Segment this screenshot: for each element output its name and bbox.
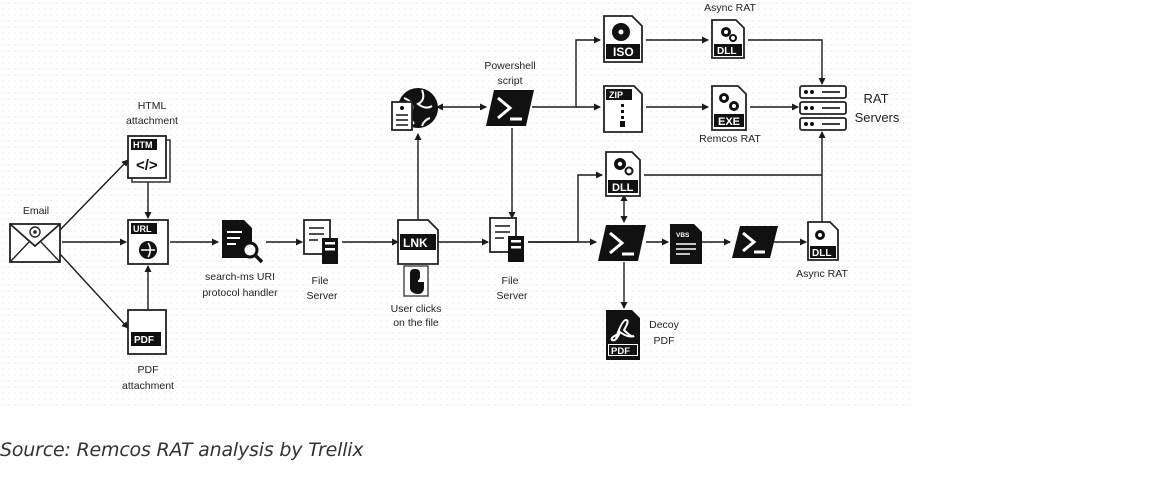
- url-file-icon: URL: [127, 219, 169, 265]
- svg-text:</>: </>: [136, 157, 158, 174]
- exe-file-icon: EXE: [711, 85, 747, 131]
- label-html-2: attachment: [126, 115, 178, 127]
- html-file-icon: HTM </>: [127, 135, 171, 183]
- label-userclicks-2: on the file: [393, 317, 439, 329]
- pdf-decoy-icon-label: PDF: [611, 346, 630, 357]
- htm-icon-label: HTM: [133, 140, 153, 150]
- web-server-globe-icon: [391, 88, 438, 131]
- label-pdf-1: PDF: [138, 364, 159, 376]
- zip-icon-label: ZIP: [609, 90, 623, 100]
- pdf-file-icon: PDF: [127, 309, 167, 355]
- label-powershell-2: script: [497, 75, 522, 87]
- label-rat-servers-2: Servers: [855, 110, 900, 125]
- label-async-rat-top: Async RAT: [704, 2, 756, 14]
- label-fileserver2-2: Server: [497, 290, 528, 302]
- source-caption: Source: Remcos RAT analysis by Trellix: [0, 439, 364, 461]
- label-decoy-1: Decoy: [649, 319, 680, 331]
- file-server-icon-2: [489, 217, 524, 262]
- vbs-file-icon: VBS: [670, 224, 702, 264]
- exe-icon-label: EXE: [718, 116, 740, 128]
- label-search-1: search-ms URI: [205, 271, 275, 283]
- edge-fileserver2-dll: [528, 171, 603, 243]
- rat-servers-icon: [799, 85, 847, 131]
- powershell-icon-2: [598, 225, 646, 261]
- decoy-pdf-icon: PDF: [606, 310, 640, 360]
- label-async-rat-bottom: Async RAT: [796, 268, 848, 280]
- dll-file-icon-bottom: DLL: [807, 221, 839, 261]
- edges: [59, 36, 826, 329]
- lnk-icon-label: LNK: [403, 236, 428, 250]
- edge-powershell-iso: [532, 36, 601, 108]
- envelope-icon: [9, 223, 61, 263]
- dll-icon-label-mid: DLL: [612, 182, 634, 194]
- powershell-icon-3: [732, 226, 778, 258]
- label-rat-servers-1: RAT: [863, 91, 888, 106]
- dll-icon-label-bottom: DLL: [812, 248, 831, 259]
- zip-file-icon: ZIP: [603, 85, 643, 133]
- dll-icon-label-top: DLL: [717, 46, 736, 57]
- edge-dll-ratservers: [748, 39, 826, 85]
- label-html-1: HTML: [138, 100, 167, 112]
- label-decoy-2: PDF: [654, 335, 675, 347]
- vbs-icon-label: VBS: [676, 232, 690, 239]
- dll-file-icon-mid: DLL: [605, 151, 641, 197]
- dll-file-icon-top: DLL: [711, 19, 745, 59]
- label-pdf-2: attachment: [122, 380, 174, 392]
- iso-file-icon: ISO: [603, 15, 643, 63]
- powershell-icon: [486, 90, 534, 126]
- file-server-icon: [303, 219, 338, 264]
- label-fileserver1-1: File: [312, 275, 329, 287]
- url-icon-label: URL: [133, 224, 152, 234]
- label-fileserver1-2: Server: [307, 290, 338, 302]
- edge-email-html: [59, 159, 129, 231]
- label-email: Email: [23, 205, 49, 217]
- label-remcos-rat: Remcos RAT: [699, 133, 761, 145]
- label-userclicks-1: User clicks: [391, 303, 442, 315]
- pdf-icon-label: PDF: [134, 335, 154, 346]
- hand-click-icon: [403, 265, 429, 297]
- label-fileserver2-1: File: [502, 275, 519, 287]
- edge-email-pdf: [59, 253, 129, 329]
- search-document-icon: [222, 220, 264, 264]
- iso-icon-label: ISO: [613, 45, 634, 59]
- attack-chain-diagram: HTM </> URL PDF LNK: [0, 0, 912, 410]
- label-search-2: protocol handler: [202, 287, 278, 299]
- lnk-file-icon: LNK: [397, 219, 439, 265]
- label-powershell-1: Powershell: [484, 60, 535, 72]
